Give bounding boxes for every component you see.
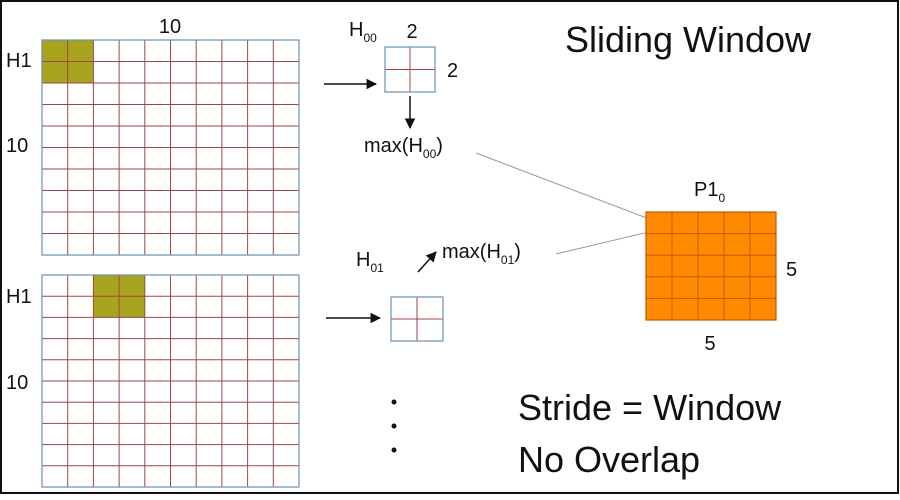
diagram-title: Sliding Window [565, 19, 812, 60]
output-width-label: 5 [704, 333, 715, 355]
window-h00 [384, 46, 436, 93]
grid-background [646, 212, 776, 320]
note-no-overlap: No Overlap [518, 439, 700, 480]
grid-top-height-label: 10 [6, 135, 28, 157]
ellipsis-dot [391, 399, 397, 405]
window-h00-label: H00 [349, 19, 377, 45]
grid-border [41, 39, 300, 256]
window-h01 [390, 296, 444, 342]
grid-border [384, 46, 436, 93]
window-h00-width-label: 2 [406, 21, 417, 43]
grid-border [41, 274, 300, 488]
output-grid-p1 [645, 211, 777, 321]
connector-max-h00-to-output [475, 152, 653, 221]
ellipsis-dot [391, 447, 397, 453]
grid-border [645, 211, 777, 321]
window-h00-height-label: 2 [447, 60, 458, 82]
arrow-window2-to-max [417, 251, 437, 273]
grid-border [390, 296, 444, 342]
input-grid-top [41, 39, 300, 256]
ellipsis-dots [391, 399, 397, 453]
max-h00-label: max(H00) [364, 135, 443, 161]
output-height-label: 5 [786, 259, 797, 281]
max-h01-label: max(H01) [442, 241, 521, 267]
note-stride-equals-window: Stride = Window [518, 387, 782, 428]
input-grid-bottom [41, 274, 300, 488]
output-label: P10 [694, 179, 725, 205]
grid-bottom-row-label: H1 [6, 286, 32, 308]
ellipsis-dot [391, 423, 397, 429]
grid-top-row-label: H1 [6, 50, 32, 72]
grid-bottom-height-label: 10 [6, 372, 28, 394]
grid-top-width-label: 10 [159, 16, 181, 38]
window-h01-label: H01 [356, 249, 384, 275]
